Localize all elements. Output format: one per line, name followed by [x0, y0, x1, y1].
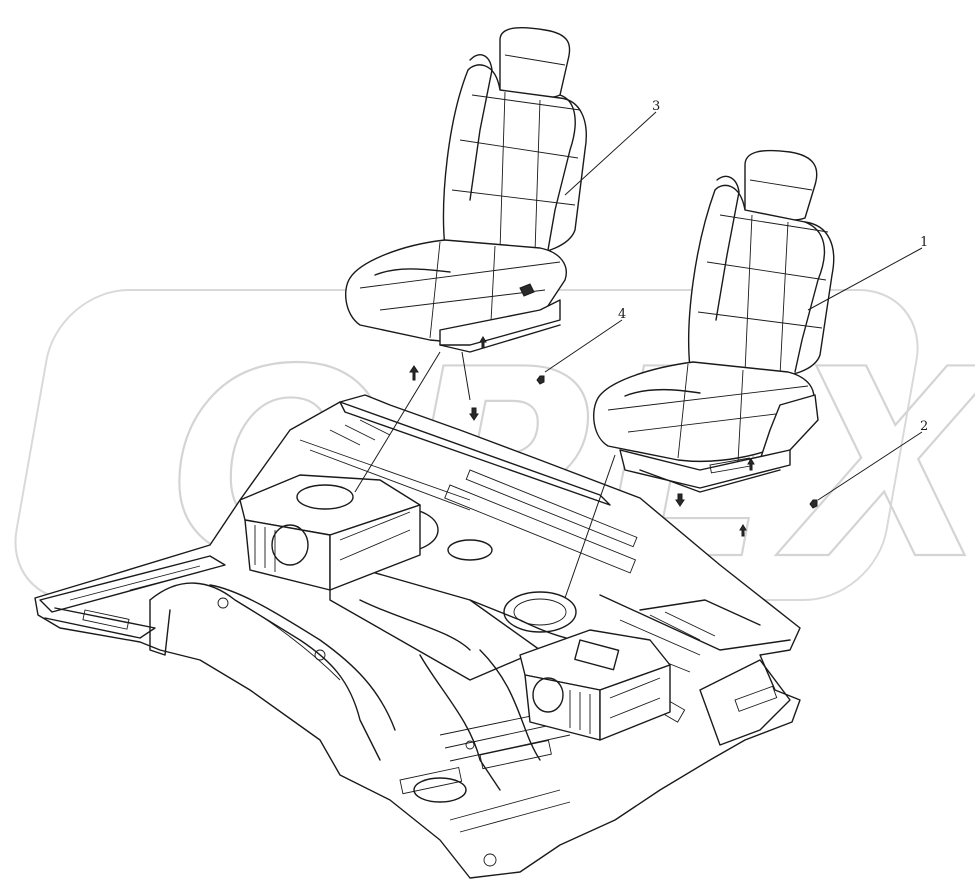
- callout-4: 4: [544, 307, 626, 373]
- callout-label-4: 4: [618, 307, 626, 322]
- seat-left: [344, 27, 587, 421]
- assembly-lines: [354, 351, 616, 599]
- seat-right: [536, 149, 835, 537]
- callout-2: 2: [817, 419, 928, 501]
- floor-pan: [34, 394, 801, 879]
- callout-label-2: 2: [920, 419, 928, 434]
- callout-3: 3: [564, 99, 660, 196]
- callout-label-1: 1: [920, 235, 928, 250]
- callout-1: 1: [807, 235, 928, 311]
- right-seat-riser: [519, 629, 671, 741]
- left-seat-riser: [239, 474, 421, 591]
- callout-label-3: 3: [652, 99, 660, 114]
